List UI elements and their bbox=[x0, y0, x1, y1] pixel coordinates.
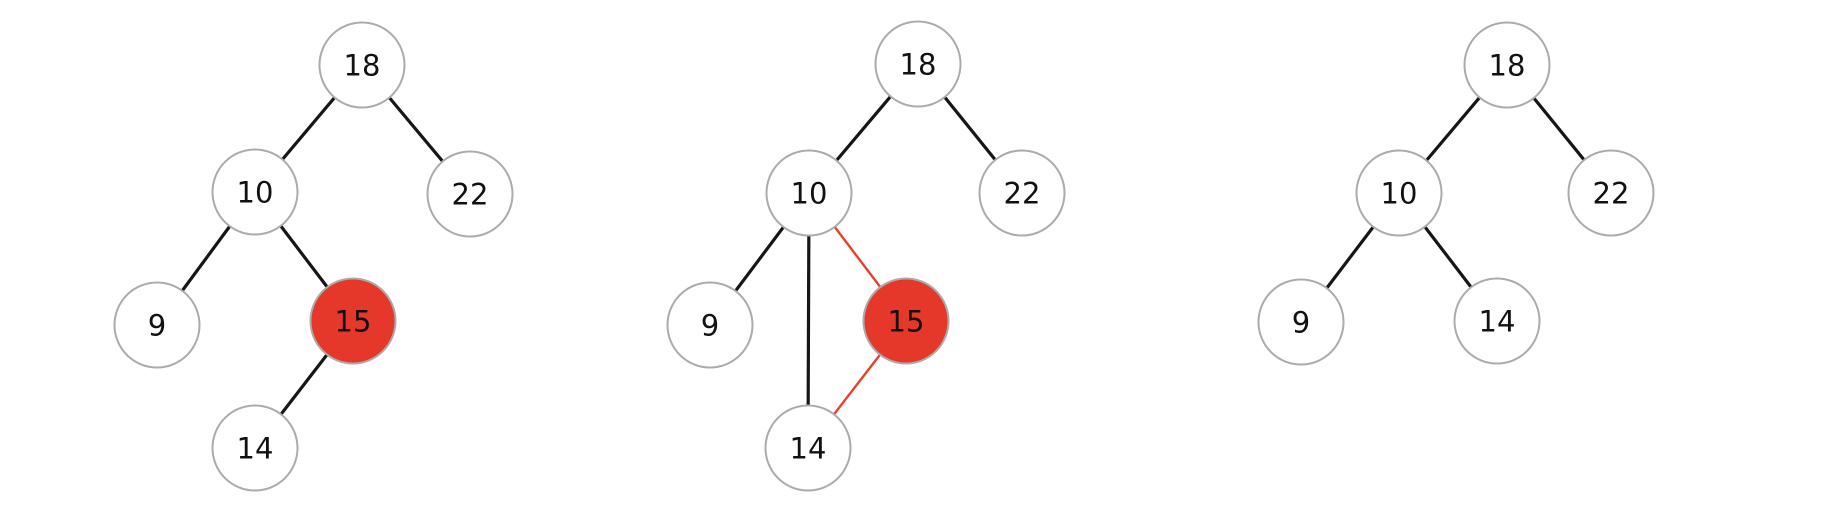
node-label: 9 bbox=[1292, 305, 1310, 339]
tree-before-node-15: 15 bbox=[309, 277, 397, 365]
node-label: 22 bbox=[452, 177, 489, 211]
tree-after-node-10: 10 bbox=[1355, 149, 1443, 237]
tree-transition-node-22: 22 bbox=[978, 149, 1066, 237]
tree-transition-node-18: 18 bbox=[874, 20, 962, 108]
node-label: 10 bbox=[237, 175, 274, 209]
node-label: 15 bbox=[888, 304, 925, 338]
node-label: 14 bbox=[790, 431, 827, 465]
tree-after-node-14: 14 bbox=[1453, 277, 1541, 365]
node-circle bbox=[874, 20, 962, 108]
node-label: 14 bbox=[1479, 304, 1516, 338]
node-circle bbox=[211, 404, 299, 492]
tree-after-node-9: 9 bbox=[1257, 278, 1345, 366]
node-circle bbox=[1453, 277, 1541, 365]
tree-before-node-22: 22 bbox=[426, 150, 514, 238]
node-circle bbox=[113, 281, 201, 369]
node-circle bbox=[426, 150, 514, 238]
node-circle bbox=[764, 404, 852, 492]
node-circle bbox=[318, 21, 406, 109]
tree-before-node-18: 18 bbox=[318, 21, 406, 109]
tree-transition-node-14: 14 bbox=[764, 404, 852, 492]
tree-before-node-9: 9 bbox=[113, 281, 201, 369]
node-circle bbox=[666, 281, 754, 369]
node-circle bbox=[211, 148, 299, 236]
tree-after-node-18: 18 bbox=[1463, 21, 1551, 109]
tree-transition-node-9: 9 bbox=[666, 281, 754, 369]
node-label: 18 bbox=[344, 48, 381, 82]
node-label: 14 bbox=[237, 431, 274, 465]
tree-after: 18 10 22 9 14 bbox=[1257, 21, 1655, 366]
node-circle bbox=[1567, 149, 1655, 237]
node-circle bbox=[978, 149, 1066, 237]
node-label: 18 bbox=[900, 47, 937, 81]
tree-before: 18 10 22 9 15 14 bbox=[113, 21, 514, 492]
node-label: 9 bbox=[701, 308, 719, 342]
tree-transition-node-10: 10 bbox=[765, 149, 853, 237]
node-label: 10 bbox=[1381, 176, 1418, 210]
tree-before-node-14: 14 bbox=[211, 404, 299, 492]
tree-transition-node-15: 15 bbox=[862, 277, 950, 365]
node-circle bbox=[862, 277, 950, 365]
tree-before-node-10: 10 bbox=[211, 148, 299, 236]
node-label: 9 bbox=[148, 308, 166, 342]
tree-transition: 18 10 22 9 15 14 bbox=[666, 20, 1066, 492]
node-circle bbox=[765, 149, 853, 237]
node-label: 18 bbox=[1489, 48, 1526, 82]
node-label: 15 bbox=[335, 304, 372, 338]
node-circle bbox=[1355, 149, 1443, 237]
tree-after-node-22: 22 bbox=[1567, 149, 1655, 237]
node-circle bbox=[1257, 278, 1345, 366]
node-label: 10 bbox=[791, 176, 828, 210]
node-circle bbox=[1463, 21, 1551, 109]
node-label: 22 bbox=[1593, 176, 1630, 210]
node-label: 22 bbox=[1004, 176, 1041, 210]
node-circle bbox=[309, 277, 397, 365]
